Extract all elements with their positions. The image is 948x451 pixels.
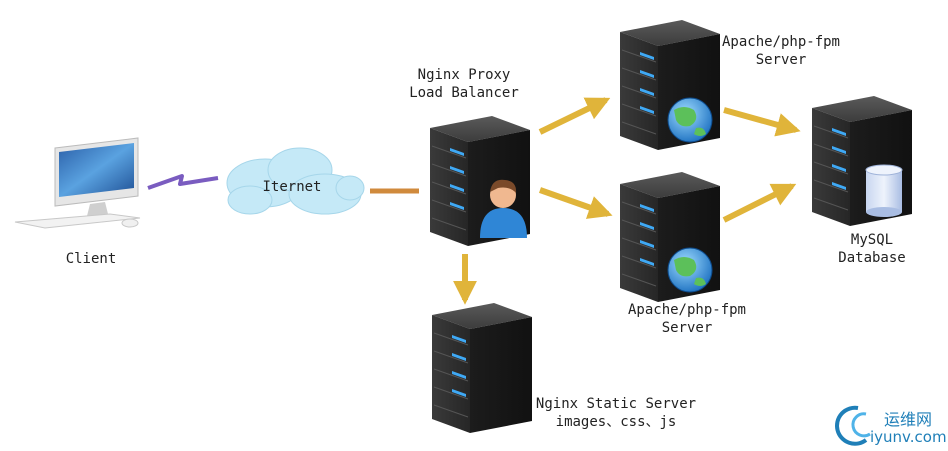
watermark-url: iyunv.com: [870, 428, 947, 446]
mysql-label: MySQL Database: [832, 231, 912, 267]
static-label-line1: Nginx Static Server: [535, 396, 697, 412]
apache-top-label-line1: Apache/php-fpm: [721, 34, 840, 50]
globe-icon: [667, 247, 713, 293]
wireless-link: [147, 174, 219, 190]
apache-top-label-line2: Server: [755, 52, 807, 68]
arrow-proxy-to-apache-top: [538, 97, 611, 135]
proxy-label-line2: Load Balancer: [409, 85, 519, 101]
client-label: Client: [65, 251, 117, 267]
apache-bottom-label: Apache/php-fpm Server: [622, 301, 752, 337]
apache-bottom-label-line1: Apache/php-fpm: [627, 302, 746, 318]
globe-icon: [667, 97, 713, 143]
flow-arrows: [453, 97, 801, 305]
proxy-label-line1: Nginx Proxy: [417, 67, 511, 83]
watermark-logo-icon: [835, 405, 871, 446]
watermark-cn: 运维网: [884, 410, 933, 429]
database-icon: [865, 164, 903, 217]
static-server-icon: [431, 302, 533, 434]
arrow-proxy-to-apache-bottom: [539, 187, 613, 219]
arrow-apache-top-to-mysql: [723, 107, 801, 137]
static-label-line2: images、css、js: [555, 414, 677, 430]
internet-cloud-icon: [226, 147, 365, 215]
internet-label: Iternet: [262, 179, 322, 195]
mysql-label-line2: Database: [838, 250, 906, 266]
arrow-apache-bottom-to-mysql: [722, 183, 797, 223]
static-label: Nginx Static Server images、css、js: [534, 395, 698, 431]
mysql-label-line1: MySQL: [850, 232, 894, 248]
apache-bottom-label-line2: Server: [661, 320, 713, 336]
apache-top-label: Apache/php-fpm Server: [716, 33, 846, 69]
user-icon: [480, 179, 527, 238]
proxy-label: Nginx Proxy Load Balancer: [402, 66, 526, 102]
client-computer-icon: [14, 137, 141, 229]
